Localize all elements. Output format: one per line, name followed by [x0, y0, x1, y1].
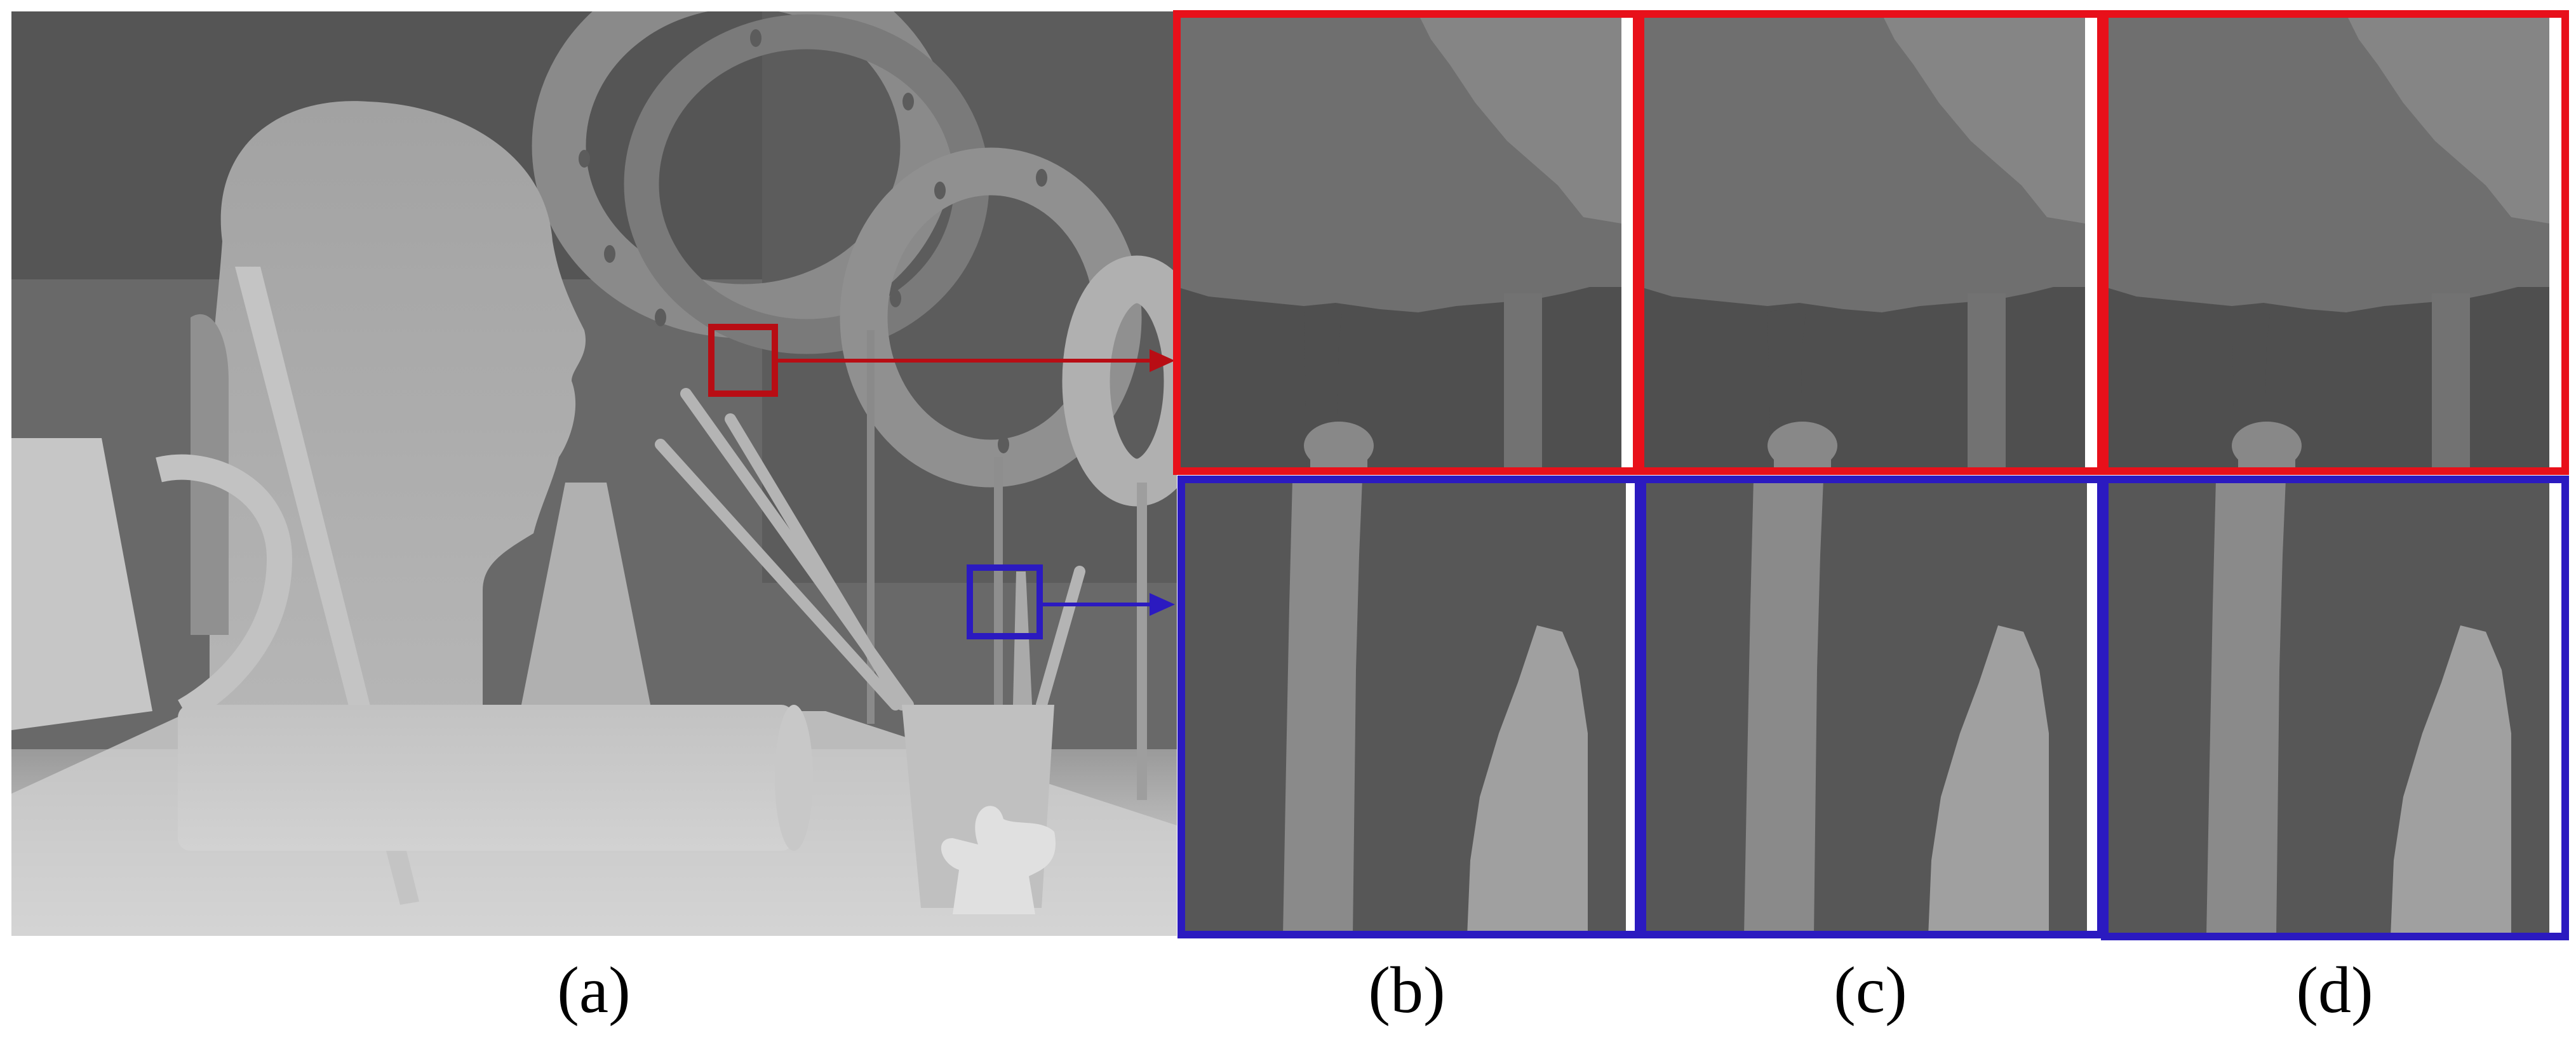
blue-region-box [967, 564, 1043, 639]
caption-b: (b) [1368, 954, 1446, 1027]
caption-c: (c) [1834, 954, 1907, 1027]
panel-d-zoom [2101, 10, 2569, 940]
red-arrow [776, 349, 1175, 372]
panel-c-zoom [1637, 10, 2105, 938]
panel-a-depth-map [11, 11, 1177, 936]
caption-a: (a) [557, 954, 631, 1027]
panel-b-zoom [1173, 10, 1642, 938]
red-region-box [708, 324, 778, 397]
caption-d: (d) [2296, 954, 2373, 1027]
blue-arrow [1042, 593, 1175, 616]
